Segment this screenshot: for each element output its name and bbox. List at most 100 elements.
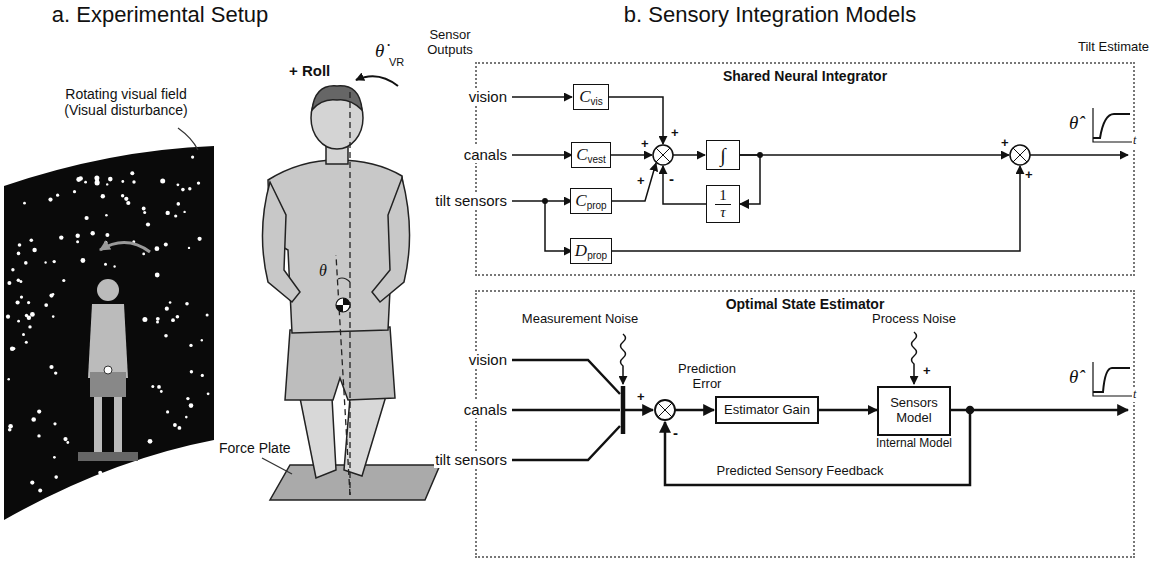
star-dot	[37, 434, 40, 437]
panel-title: a. Experimental Setup	[51, 2, 269, 27]
fraction: 1τ	[715, 188, 731, 221]
signal-wire-part	[1010, 145, 1030, 165]
gain-subscript: prop	[587, 200, 607, 211]
signal-name: vision	[468, 88, 508, 105]
star-dot	[25, 341, 28, 344]
block-caption: Internal Model	[876, 436, 952, 450]
star-dot	[24, 261, 28, 265]
star-dot	[78, 176, 83, 181]
visual-dome	[4, 146, 214, 520]
noise-label: Measurement Noise	[521, 312, 639, 327]
star-dot	[155, 273, 160, 278]
star-dot	[22, 333, 25, 336]
star-dot	[44, 303, 48, 307]
star-dot	[173, 423, 177, 427]
star-dot	[12, 347, 15, 350]
signal-wire-part	[1093, 108, 1132, 142]
star-dot	[101, 194, 105, 198]
star-dot	[165, 307, 169, 311]
star-dot	[160, 178, 165, 183]
signal-arrow	[819, 409, 877, 412]
signal-name: canals	[463, 146, 508, 163]
signal-wire-part	[621, 334, 626, 384]
star-dot	[27, 301, 30, 304]
model-frame: Shared Neural IntegratorCvisCvestCprop∫1…	[475, 62, 1135, 276]
frame-title-text: Shared Neural Integrator	[720, 68, 890, 84]
signal-wire-part	[663, 166, 706, 204]
signal-label: Prediction Error	[669, 362, 746, 392]
star-dot	[191, 156, 194, 159]
star-dot	[156, 317, 160, 321]
panel-title: b. Sensory Integration Models	[623, 2, 917, 27]
signal-wire-part	[967, 407, 973, 413]
star-dot	[53, 422, 56, 425]
star-dot	[23, 202, 26, 205]
star-dot	[81, 258, 86, 263]
star-dot	[11, 268, 14, 271]
subject-figure	[262, 86, 440, 500]
subject-figure-part	[262, 182, 300, 302]
star-dot	[91, 231, 95, 235]
star-dot	[76, 234, 80, 238]
sign: +	[640, 137, 650, 152]
gain-subscript: vis	[591, 96, 603, 107]
star-dot	[73, 190, 76, 193]
signal-wire-part	[1093, 114, 1130, 138]
small-subject-part	[104, 366, 112, 374]
star-dot	[166, 211, 170, 215]
star-dot	[63, 437, 67, 441]
star-dot	[188, 187, 191, 190]
signal-wire-part	[512, 426, 620, 460]
star-dot	[54, 371, 57, 374]
star-dot	[108, 177, 113, 182]
star-dot	[76, 240, 79, 243]
gain-subscript: vest	[588, 154, 606, 165]
star-dot	[166, 410, 169, 413]
star-dot	[164, 243, 168, 247]
visual-dome-part	[6, 156, 210, 493]
star-dot	[188, 247, 190, 249]
leader-line	[178, 128, 198, 150]
signal-wire-part	[656, 148, 670, 162]
symbol: θ̇	[374, 40, 385, 62]
signal-wire-part	[1093, 362, 1132, 396]
symbol: θ̂	[1068, 112, 1079, 134]
star-dot	[8, 424, 13, 429]
star-dot	[49, 365, 53, 369]
gain-symbol: C	[575, 191, 586, 211]
star-dot	[52, 293, 54, 295]
signal-wire-part	[655, 400, 675, 420]
star-dot	[189, 403, 194, 408]
star-dot	[177, 202, 181, 206]
subject-figure-part	[285, 327, 395, 400]
sign: -	[668, 170, 675, 187]
star-dot	[30, 312, 35, 317]
signal-wire-part	[1030, 154, 1128, 156]
signal-wire-part	[948, 409, 1128, 412]
star-dot	[98, 471, 102, 475]
small-subject-part	[97, 279, 119, 301]
signal-wire-part	[609, 154, 652, 156]
star-dot	[17, 320, 20, 323]
star-dot	[113, 265, 115, 267]
star-dot	[37, 410, 41, 414]
sign: +	[636, 174, 646, 189]
star-dot	[17, 279, 20, 282]
star-dot	[49, 294, 53, 298]
signal-wire-part	[609, 166, 1020, 251]
star-dot	[6, 315, 10, 319]
star-dot	[31, 417, 36, 422]
subject-figure-part	[300, 398, 336, 478]
small-subject-part	[90, 372, 126, 397]
signal-label: Predicted Sensory Feedback	[716, 464, 885, 479]
star-dot	[53, 456, 56, 459]
annotation: Force Plate	[218, 440, 292, 456]
star-dot	[54, 475, 58, 479]
signal-wire-part	[740, 154, 1009, 156]
subject-figure-part	[312, 86, 362, 110]
sign: +	[1000, 136, 1010, 151]
star-dot	[30, 481, 34, 485]
signal-name: canals	[463, 401, 508, 418]
star-dot	[197, 181, 200, 184]
